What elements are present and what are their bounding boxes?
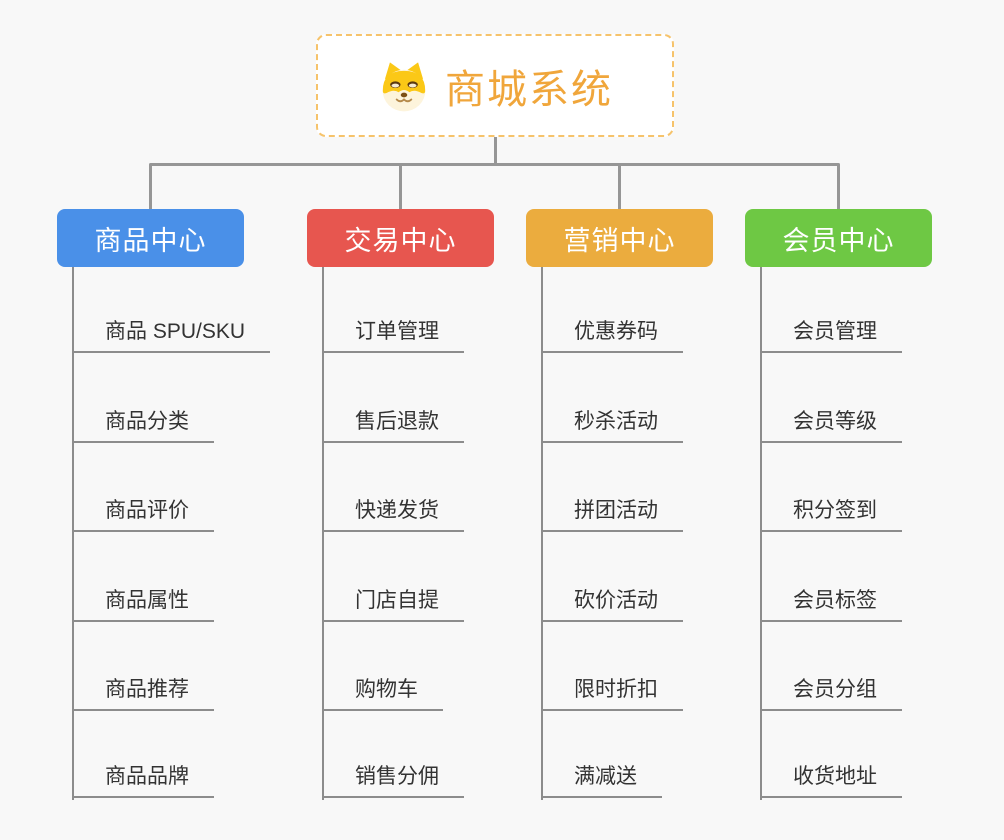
drop-line-marketing — [618, 165, 621, 209]
root-title: 商城系统 — [445, 67, 613, 112]
drop-line-trade — [399, 165, 402, 209]
leaf-item[interactable]: 快递发货 — [322, 497, 464, 532]
leaf-list: 优惠券码 秒杀活动 拼团活动 砍价活动 限时折扣 满减送 — [526, 209, 788, 829]
leaf-item[interactable]: 商品推荐 — [72, 676, 214, 711]
leaf-item[interactable]: 会员管理 — [760, 318, 902, 353]
leaf-item[interactable]: 拼团活动 — [541, 497, 683, 532]
leaf-item[interactable]: 收货地址 — [760, 763, 902, 798]
leaf-item[interactable]: 秒杀活动 — [541, 408, 683, 443]
root-stem-line — [494, 137, 497, 164]
branch-node-trade[interactable]: 交易中心 — [307, 209, 494, 267]
leaf-item[interactable]: 砍价活动 — [541, 587, 683, 622]
branch-column-product: 商品中心 商品 SPU/SKU 商品分类 商品评价 商品属性 商品推荐 商品品牌 — [57, 209, 319, 829]
branch-node-product[interactable]: 商品中心 — [57, 209, 244, 267]
leaf-list: 商品 SPU/SKU 商品分类 商品评价 商品属性 商品推荐 商品品牌 — [57, 209, 319, 829]
root-node[interactable]: 商城系统 — [316, 34, 674, 137]
branch-column-trade: 交易中心 订单管理 售后退款 快递发货 门店自提 购物车 销售分佣 — [307, 209, 569, 829]
trunk-line — [760, 267, 762, 800]
leaf-item[interactable]: 订单管理 — [322, 318, 464, 353]
leaf-list: 订单管理 售后退款 快递发货 门店自提 购物车 销售分佣 — [307, 209, 569, 829]
leaf-item[interactable]: 商品分类 — [72, 408, 214, 443]
drop-line-product — [149, 165, 152, 209]
doge-icon — [382, 61, 426, 111]
leaf-item[interactable]: 销售分佣 — [322, 763, 464, 798]
branch-connector-bar — [149, 163, 840, 166]
leaf-item[interactable]: 满减送 — [541, 763, 662, 798]
leaf-item[interactable]: 售后退款 — [322, 408, 464, 443]
branch-column-marketing: 营销中心 优惠券码 秒杀活动 拼团活动 砍价活动 限时折扣 满减送 — [526, 209, 788, 829]
leaf-item[interactable]: 购物车 — [322, 676, 443, 711]
leaf-item[interactable]: 会员分组 — [760, 676, 902, 711]
leaf-item[interactable]: 会员标签 — [760, 587, 902, 622]
leaf-item[interactable]: 商品 SPU/SKU — [72, 318, 271, 353]
leaf-item[interactable]: 积分签到 — [760, 497, 902, 532]
branch-column-member: 会员中心 会员管理 会员等级 积分签到 会员标签 会员分组 收货地址 — [745, 209, 1004, 829]
leaf-item[interactable]: 门店自提 — [322, 587, 464, 622]
branch-node-marketing[interactable]: 营销中心 — [526, 209, 713, 267]
trunk-line — [72, 267, 74, 800]
drop-line-member — [837, 165, 840, 209]
leaf-item[interactable]: 会员等级 — [760, 408, 902, 443]
leaf-item[interactable]: 商品评价 — [72, 497, 214, 532]
leaf-item[interactable]: 商品品牌 — [72, 763, 214, 798]
branch-node-member[interactable]: 会员中心 — [745, 209, 932, 267]
trunk-line — [322, 267, 324, 800]
leaf-item[interactable]: 限时折扣 — [541, 676, 683, 711]
leaf-item[interactable]: 优惠券码 — [541, 318, 683, 353]
leaf-list: 会员管理 会员等级 积分签到 会员标签 会员分组 收货地址 — [745, 209, 1004, 829]
leaf-item[interactable]: 商品属性 — [72, 587, 214, 622]
trunk-line — [541, 267, 543, 800]
